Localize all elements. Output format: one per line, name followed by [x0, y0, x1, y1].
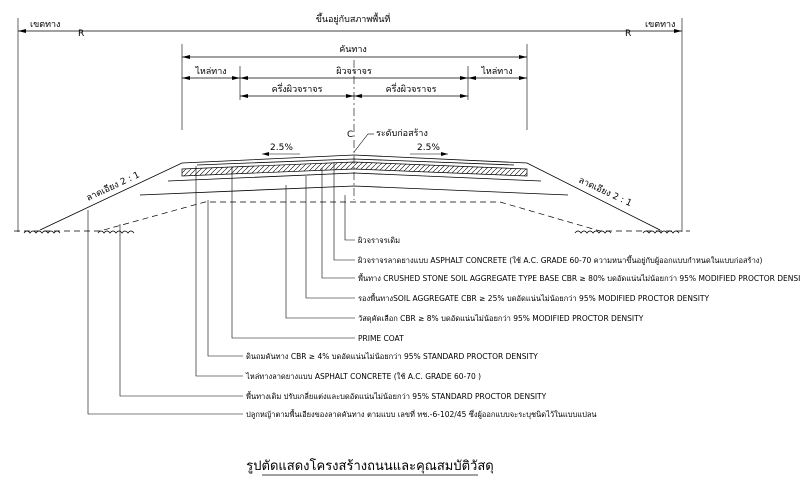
layer-label: ปลูกหญ้าตามพื้นเอียงของลาดคันทาง ตามแบบ …: [246, 409, 597, 419]
half-lane-right-label: ครึ่งผิวจราจร: [386, 82, 437, 95]
layer-label: ผิวจราจรลาดยางแบบ ASPHALT CONCRETE (ใช้ …: [357, 255, 762, 265]
layer-label: รองพื้นทางSOIL AGGREGATE CBR ≥ 25% บดอัด…: [358, 293, 710, 303]
carriageway-dimension: ไหล่ทาง ผิวจราจร ไหล่ทาง: [182, 66, 527, 100]
right-of-way-left-label: เขตทาง: [30, 20, 60, 30]
leader-lines: [87, 162, 355, 415]
right-of-way-right-label: เขตทาง: [645, 20, 675, 30]
ground-hatching: [23, 230, 680, 234]
formation-width-label: คันทาง: [339, 45, 367, 55]
centerline: C ระดับก่อสร้าง 2.5% 2.5%: [262, 60, 448, 200]
formation-width-dimension: คันทาง: [181, 44, 528, 130]
right-of-way-dimension: เขตทาง เขตทาง ขึ้นอยู่กับสภาพพื้นที่ R R: [17, 12, 683, 232]
slope-left-label: 2.5%: [270, 143, 293, 153]
slope-right-label: 2.5%: [417, 143, 440, 153]
construction-level-label: ระดับก่อสร้าง: [376, 128, 428, 139]
row-mark-right: R: [625, 29, 631, 39]
layer-label: พื้นทางเดิม ปรับเกลี่ยแต่งและบดอัดแน่นไม…: [246, 391, 547, 401]
layer-label: ดินถมคันทาง CBR ≥ 4% บดอัดแน่นไม่น้อยกว่…: [246, 352, 538, 361]
shoulder-right-label: ไหล่ทาง: [480, 66, 512, 77]
shoulder-left-label: ไหล่ทาง: [194, 66, 226, 77]
drawing-title-text: รูปตัดแสดงโครงสร้างถนนและคุณสมบัติวัสดุ: [246, 458, 493, 474]
layer-label: ไหล่ทางลาดยางแบบ ASPHALT CONCRETE (ใช้ A…: [245, 372, 481, 381]
pavement-structure: ลาดเอียง 2 : 1 ลาดเอียง 2 : 1: [14, 154, 690, 232]
layer-labels: ผิวจราจรเดิม ผิวจราจรลาดยางแบบ ASPHALT C…: [245, 236, 800, 419]
right-of-way-width-label: ขึ้นอยู่กับสภาพพื้นที่: [316, 12, 391, 25]
layer-label: วัสดุคัดเลือก CBR ≥ 8% บดอัดแน่นไม่น้อยก…: [358, 314, 644, 323]
drawing-title: รูปตัดแสดงโครงสร้างถนนและคุณสมบัติวัสดุ: [246, 458, 494, 476]
half-lane-left-label: ครึ่งผิวจราจร: [272, 82, 323, 95]
layer-label: PRIME COAT: [358, 334, 404, 343]
row-mark-left: R: [78, 29, 84, 39]
layer-label: พื้นทาง CRUSHED STONE SOIL AGGREGATE TYP…: [358, 273, 800, 283]
layer-label: ผิวจราจรเดิม: [357, 236, 400, 245]
centerline-symbol: C: [347, 130, 353, 140]
